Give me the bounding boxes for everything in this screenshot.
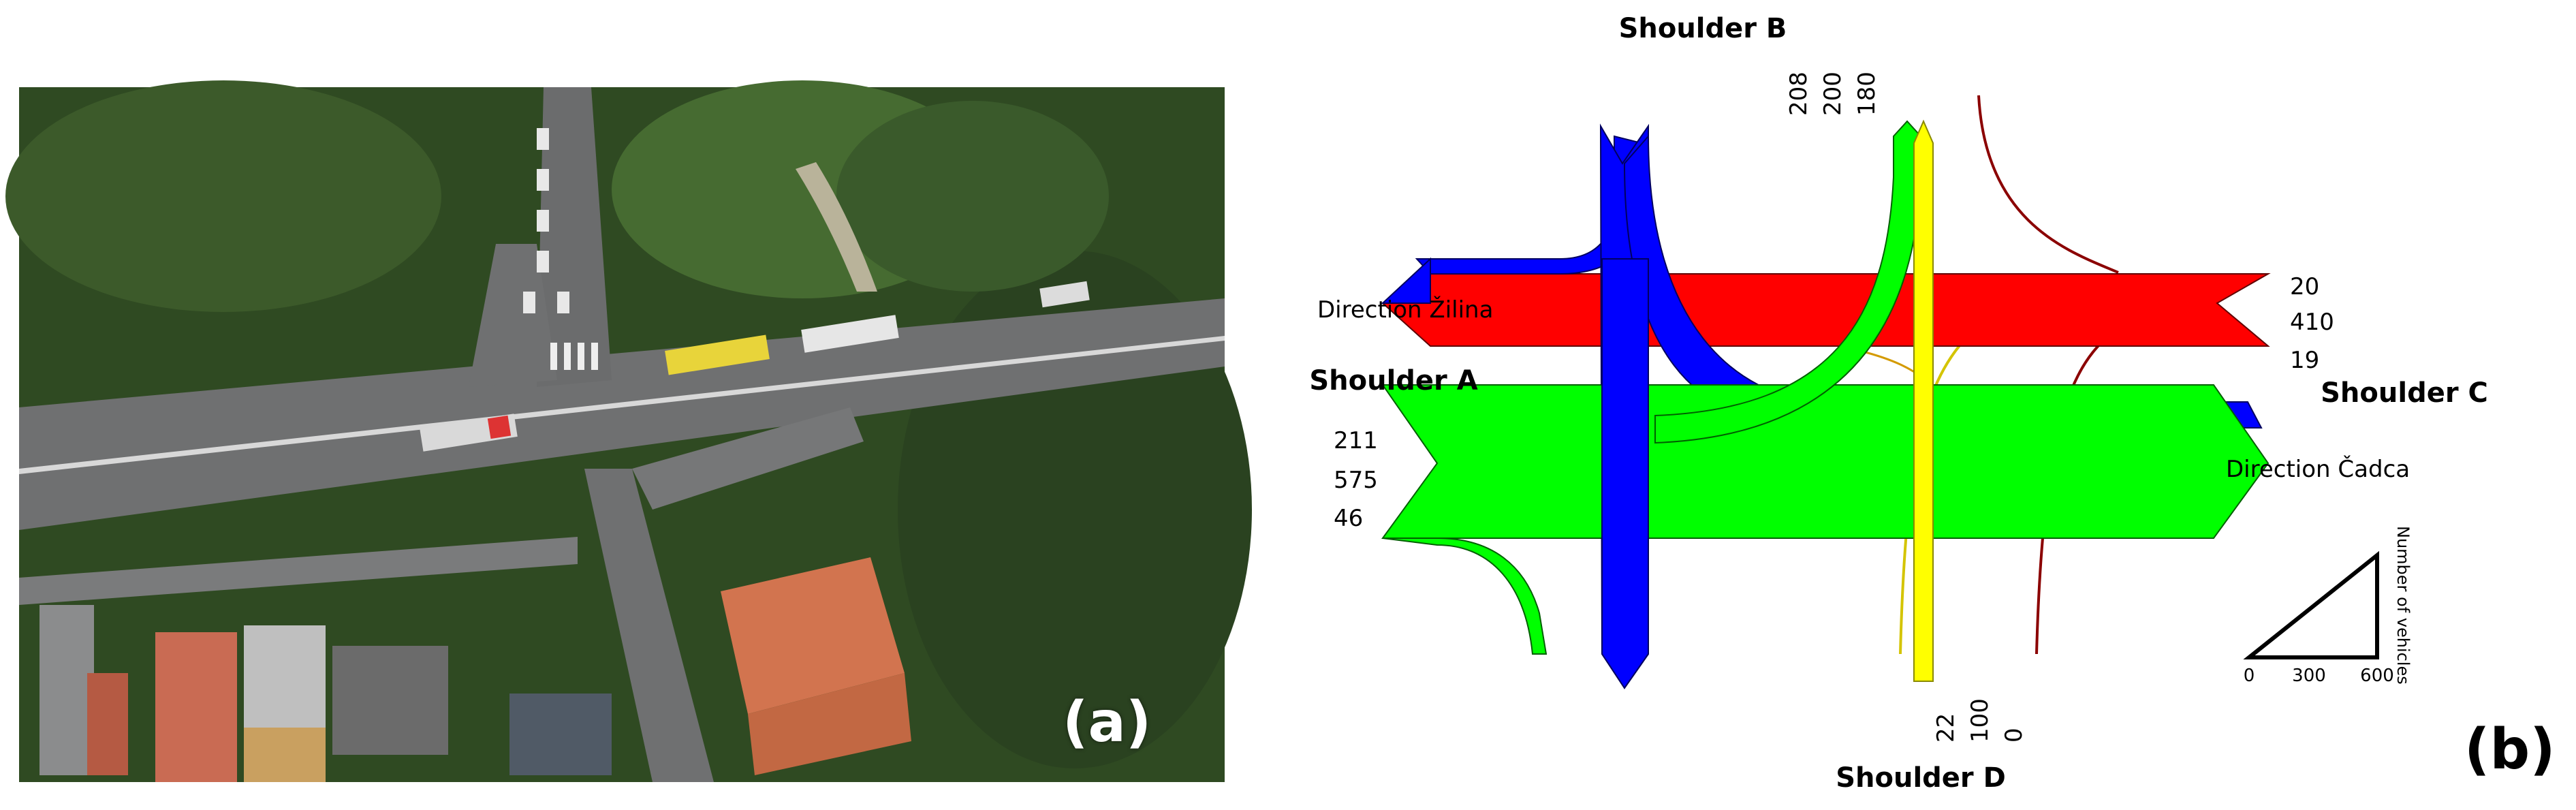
scale-legend: 0 300 600 Number of vehicles bbox=[2243, 526, 2413, 686]
scale-axis-label: Number of vehicles bbox=[2393, 526, 2413, 685]
count-d-0: 22 bbox=[1932, 713, 1960, 743]
scale-tick-300: 300 bbox=[2292, 666, 2326, 686]
direction-cadca-label: Direction Čadca bbox=[2226, 455, 2410, 483]
count-d-1: 100 bbox=[1966, 698, 1994, 743]
scale-tick-600: 600 bbox=[2360, 666, 2394, 686]
shoulder-d-label: Shoulder D bbox=[1836, 762, 2006, 794]
flow-diagram-panel: Shoulder B Shoulder A Shoulder C Shoulde… bbox=[1309, 0, 2576, 810]
count-d-2: 0 bbox=[2000, 728, 2028, 743]
count-a-0: 211 bbox=[1334, 427, 1378, 454]
aerial-photo bbox=[5, 80, 1252, 782]
count-b-0: 208 bbox=[1785, 72, 1812, 116]
count-c-0: 20 bbox=[2290, 273, 2319, 300]
count-a-2: 46 bbox=[1334, 505, 1363, 532]
shoulder-a-label: Shoulder A bbox=[1309, 365, 1477, 396]
count-a-1: 575 bbox=[1334, 467, 1378, 494]
count-b-1: 200 bbox=[1819, 72, 1847, 116]
flow-diagram: Shoulder B Shoulder A Shoulder C Shoulde… bbox=[1309, 13, 2488, 794]
flow-green-a-to-d bbox=[1382, 538, 1548, 655]
flow-yellow-d-to-b bbox=[1913, 119, 1934, 682]
flow-thin-dark-red-north bbox=[1977, 95, 2119, 274]
scale-tick-0: 0 bbox=[2244, 666, 2255, 686]
flow-green-cadca bbox=[1381, 384, 2269, 539]
count-c-1: 410 bbox=[2290, 309, 2334, 336]
count-c-2: 19 bbox=[2290, 347, 2319, 374]
scale-triangle bbox=[2243, 550, 2379, 659]
count-b-2: 180 bbox=[1853, 72, 1881, 116]
direction-zilina-label: Direction Žilina bbox=[1317, 296, 1493, 324]
shoulder-b-label: Shoulder B bbox=[1619, 13, 1787, 44]
flow-red-zilina bbox=[1381, 273, 2271, 347]
aerial-photo-panel bbox=[5, 80, 1252, 782]
shoulder-c-label: Shoulder C bbox=[2321, 377, 2488, 409]
panel-label-b: (b) bbox=[2464, 717, 2556, 782]
panel-label-a: (a) bbox=[1063, 690, 1152, 755]
